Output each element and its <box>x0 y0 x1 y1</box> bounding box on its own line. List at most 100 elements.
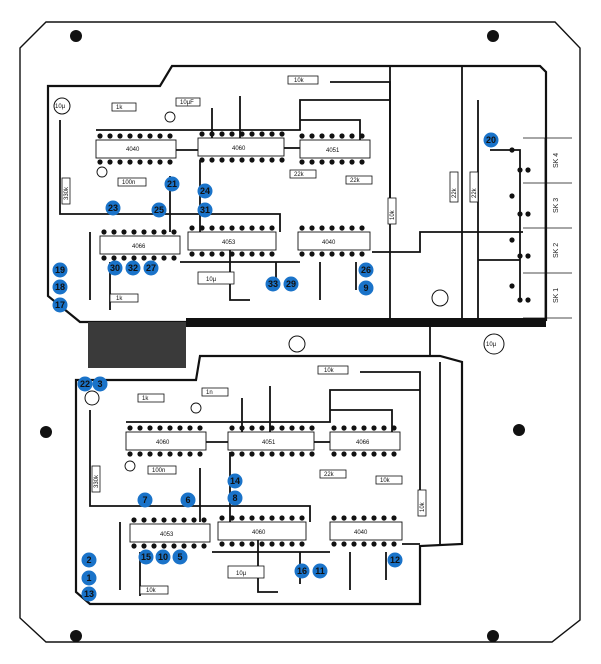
solder-pad <box>339 133 345 139</box>
ground-bus <box>186 318 546 327</box>
marker-dot <box>294 563 310 579</box>
resistor: 10k <box>287 75 319 85</box>
solder-pad <box>117 159 123 165</box>
marker-15: 15 <box>138 549 154 565</box>
solder-pad <box>161 517 167 523</box>
solder-pad <box>299 541 305 547</box>
solder-pad <box>517 253 523 259</box>
solder-pad <box>137 451 143 457</box>
solder-pad <box>157 159 163 165</box>
ic-package: 4051 <box>299 139 371 159</box>
solder-pad <box>259 451 265 457</box>
solder-pad <box>141 229 147 235</box>
solder-pad <box>359 159 365 165</box>
mounting-hole <box>487 630 499 642</box>
solder-pad <box>101 255 107 261</box>
marker-33: 33 <box>265 276 281 292</box>
solder-pad <box>131 229 137 235</box>
solder-pad <box>131 255 137 261</box>
solder-pad <box>299 133 305 139</box>
electrolytic-cap: 10µ <box>53 97 71 115</box>
transistor <box>190 402 202 414</box>
solder-pad <box>361 541 367 547</box>
resistor: 22k <box>289 169 317 179</box>
solder-pad <box>509 193 515 199</box>
marker-dot <box>52 279 68 295</box>
solder-pad <box>289 515 295 521</box>
capacitor: 10µ <box>227 565 265 579</box>
marker-12: 12 <box>387 552 403 568</box>
resistor-label: 10k <box>420 501 426 512</box>
resistor-label: 10k <box>390 209 396 220</box>
solder-pad <box>351 451 357 457</box>
solder-pad <box>219 541 225 547</box>
solder-pad <box>289 425 295 431</box>
solder-pad <box>107 159 113 165</box>
solder-pad <box>239 541 245 547</box>
marker-26: 26 <box>358 262 374 278</box>
resistor-label: 10k <box>324 368 335 374</box>
ic-label: 4051 <box>326 148 340 154</box>
transistor <box>164 111 176 123</box>
marker-number: 8 <box>232 493 237 503</box>
solder-pad <box>107 133 113 139</box>
resistor: 10µF <box>175 97 201 107</box>
solder-pad <box>141 517 147 523</box>
solder-pad <box>209 225 215 231</box>
solder-pad <box>509 283 515 289</box>
resistor-label: 22k <box>350 178 361 184</box>
solder-pad <box>279 541 285 547</box>
solder-pad <box>329 159 335 165</box>
ic-package: 4053 <box>187 231 277 251</box>
lower-circuit-outline <box>74 354 464 606</box>
marker-number: 21 <box>167 179 177 189</box>
solder-pad <box>161 229 167 235</box>
solder-pad <box>349 225 355 231</box>
solder-pad <box>319 133 325 139</box>
electrolytic-cap <box>431 289 449 307</box>
solder-pad <box>151 229 157 235</box>
marker-13: 13 <box>81 586 97 602</box>
marker-number: 16 <box>297 566 307 576</box>
solder-pad <box>127 451 133 457</box>
solder-pad <box>189 225 195 231</box>
trace <box>372 231 523 253</box>
marker-dot <box>77 376 93 392</box>
solder-pad <box>121 229 127 235</box>
solder-pad <box>239 225 245 231</box>
solder-pad <box>219 515 225 521</box>
solder-pad <box>269 225 275 231</box>
solder-pad <box>361 425 367 431</box>
solder-pad <box>121 255 127 261</box>
marker-number: 17 <box>55 300 65 310</box>
solder-pad <box>331 515 337 521</box>
resistor: 1n <box>201 387 229 397</box>
marker-21: 21 <box>164 176 180 192</box>
marker-11: 11 <box>312 563 328 579</box>
trace <box>360 371 421 490</box>
solder-pad <box>371 541 377 547</box>
solder-pad <box>189 251 195 257</box>
marker-dot <box>107 260 123 276</box>
solder-pad <box>131 543 137 549</box>
marker-dot <box>92 376 108 392</box>
solder-pad <box>525 297 531 303</box>
marker-dot <box>143 260 159 276</box>
marker-number: 10 <box>158 552 168 562</box>
resistor: 10k <box>317 365 349 375</box>
solder-pad <box>351 515 357 521</box>
ic-package: 4060 <box>217 521 307 541</box>
solder-pad <box>209 131 215 137</box>
solder-pad <box>181 543 187 549</box>
solder-pad <box>141 255 147 261</box>
solder-pad <box>127 425 133 431</box>
solder-pad <box>361 451 367 457</box>
resistor-label: 10k <box>294 78 305 84</box>
marker-25: 25 <box>151 202 167 218</box>
marker-number: 32 <box>128 263 138 273</box>
marker-number: 13 <box>84 589 94 599</box>
solder-pad <box>157 451 163 457</box>
solder-pad <box>239 157 245 163</box>
electrolytic-caps: 10µ 10µ <box>53 97 505 406</box>
